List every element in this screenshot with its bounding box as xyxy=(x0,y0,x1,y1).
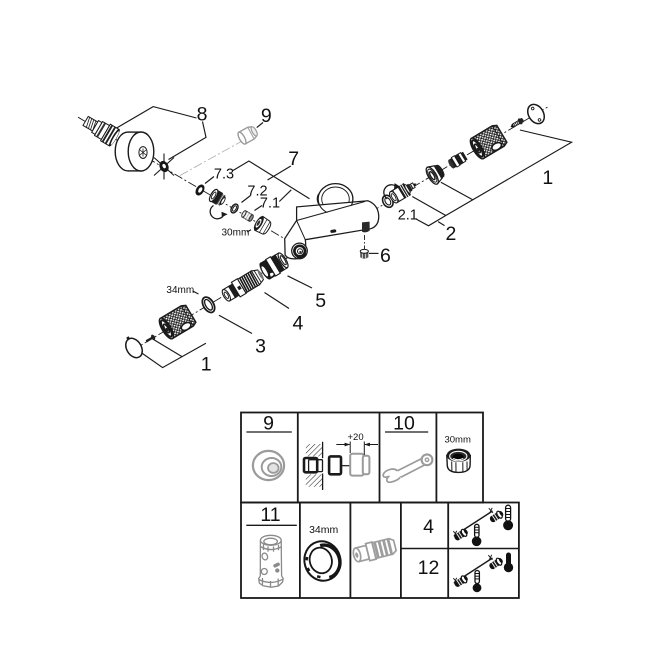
svg-text:12: 12 xyxy=(418,557,440,579)
svg-text:3: 3 xyxy=(255,336,266,358)
svg-text:30mm: 30mm xyxy=(222,228,250,239)
svg-text:7.1: 7.1 xyxy=(260,196,280,212)
svg-text:10: 10 xyxy=(393,413,415,435)
svg-text:4: 4 xyxy=(292,313,303,335)
svg-text:9: 9 xyxy=(261,105,272,127)
svg-text:7.2: 7.2 xyxy=(247,184,267,200)
svg-text:5: 5 xyxy=(315,290,326,312)
svg-text:2: 2 xyxy=(445,223,456,245)
svg-text:7: 7 xyxy=(288,148,299,170)
svg-text:8: 8 xyxy=(197,104,208,126)
svg-text:30mm: 30mm xyxy=(444,435,470,446)
svg-text:2.1: 2.1 xyxy=(398,208,418,224)
svg-text:11: 11 xyxy=(260,504,280,526)
svg-text:1: 1 xyxy=(201,354,212,376)
svg-text:34mm: 34mm xyxy=(309,524,338,536)
svg-text:1: 1 xyxy=(542,167,553,189)
svg-text:+20: +20 xyxy=(348,432,364,443)
svg-text:6: 6 xyxy=(380,245,391,267)
svg-text:4: 4 xyxy=(423,516,434,538)
svg-text:34mm: 34mm xyxy=(166,285,194,296)
svg-text:7.3: 7.3 xyxy=(214,167,234,183)
svg-text:9: 9 xyxy=(263,413,274,435)
